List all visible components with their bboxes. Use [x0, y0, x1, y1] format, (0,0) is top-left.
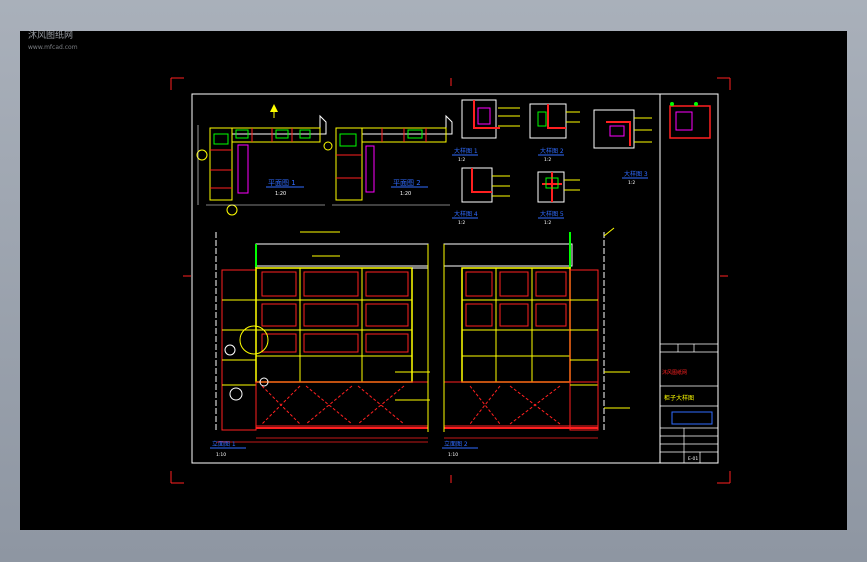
detail-5-scale: 1:2: [544, 220, 551, 226]
detail-1-scale: 1:2: [458, 157, 465, 163]
watermark-line-1: 沐风图纸网: [28, 31, 74, 41]
detail-4-title: 大样图 4: [454, 210, 478, 218]
plan-2-scale: 1:20: [400, 191, 411, 197]
detail-5-title: 大样图 5: [540, 210, 564, 218]
plan-1-scale: 1:20: [275, 191, 286, 197]
title-block: 沐风图纸网 柜子大样图 E-01: [660, 102, 718, 463]
elevation-1-title: 立面图 1: [212, 440, 236, 448]
detail-3-scale: 1:2: [628, 180, 635, 186]
elevation-2-scale: 1:10: [448, 452, 458, 458]
titleblock-sheet-no: E-01: [688, 456, 698, 462]
detail-views: 大样图 1 1:2 大样图 2 1:2 大样图 3 1:2 大样图 4 1:2 …: [452, 99, 652, 226]
plan-2-title: 平面图 2: [393, 179, 421, 187]
plan-view-2: 平面图 2 1:20: [332, 114, 453, 206]
titleblock-project: 沐风图纸网: [662, 369, 687, 376]
detail-3-title: 大样图 3: [624, 170, 648, 178]
detail-2-scale: 1:2: [544, 157, 551, 163]
elevation-view-2: 立面图 2 1:10: [442, 227, 630, 458]
elevation-2-title: 立面图 2: [444, 440, 468, 448]
cad-viewport[interactable]: [20, 31, 847, 530]
plan-1-title: 平面图 1: [268, 179, 296, 187]
titleblock-drawing-name: 柜子大样图: [664, 394, 694, 402]
detail-2-title: 大样图 2: [540, 147, 564, 155]
watermark-line-2: www.mfcad.com: [28, 44, 78, 51]
watermark: 沐风图纸网 www.mfcad.com: [28, 31, 78, 53]
detail-4-scale: 1:2: [458, 220, 465, 226]
elevation-view-1: 立面图 1 1:10: [210, 231, 430, 458]
detail-1-title: 大样图 1: [454, 147, 478, 155]
plan-view-1: 平面图 1 1:20: [196, 104, 333, 216]
crop-marks: [170, 77, 731, 484]
sheet-frame: [191, 93, 719, 464]
elevation-1-scale: 1:10: [216, 452, 226, 458]
